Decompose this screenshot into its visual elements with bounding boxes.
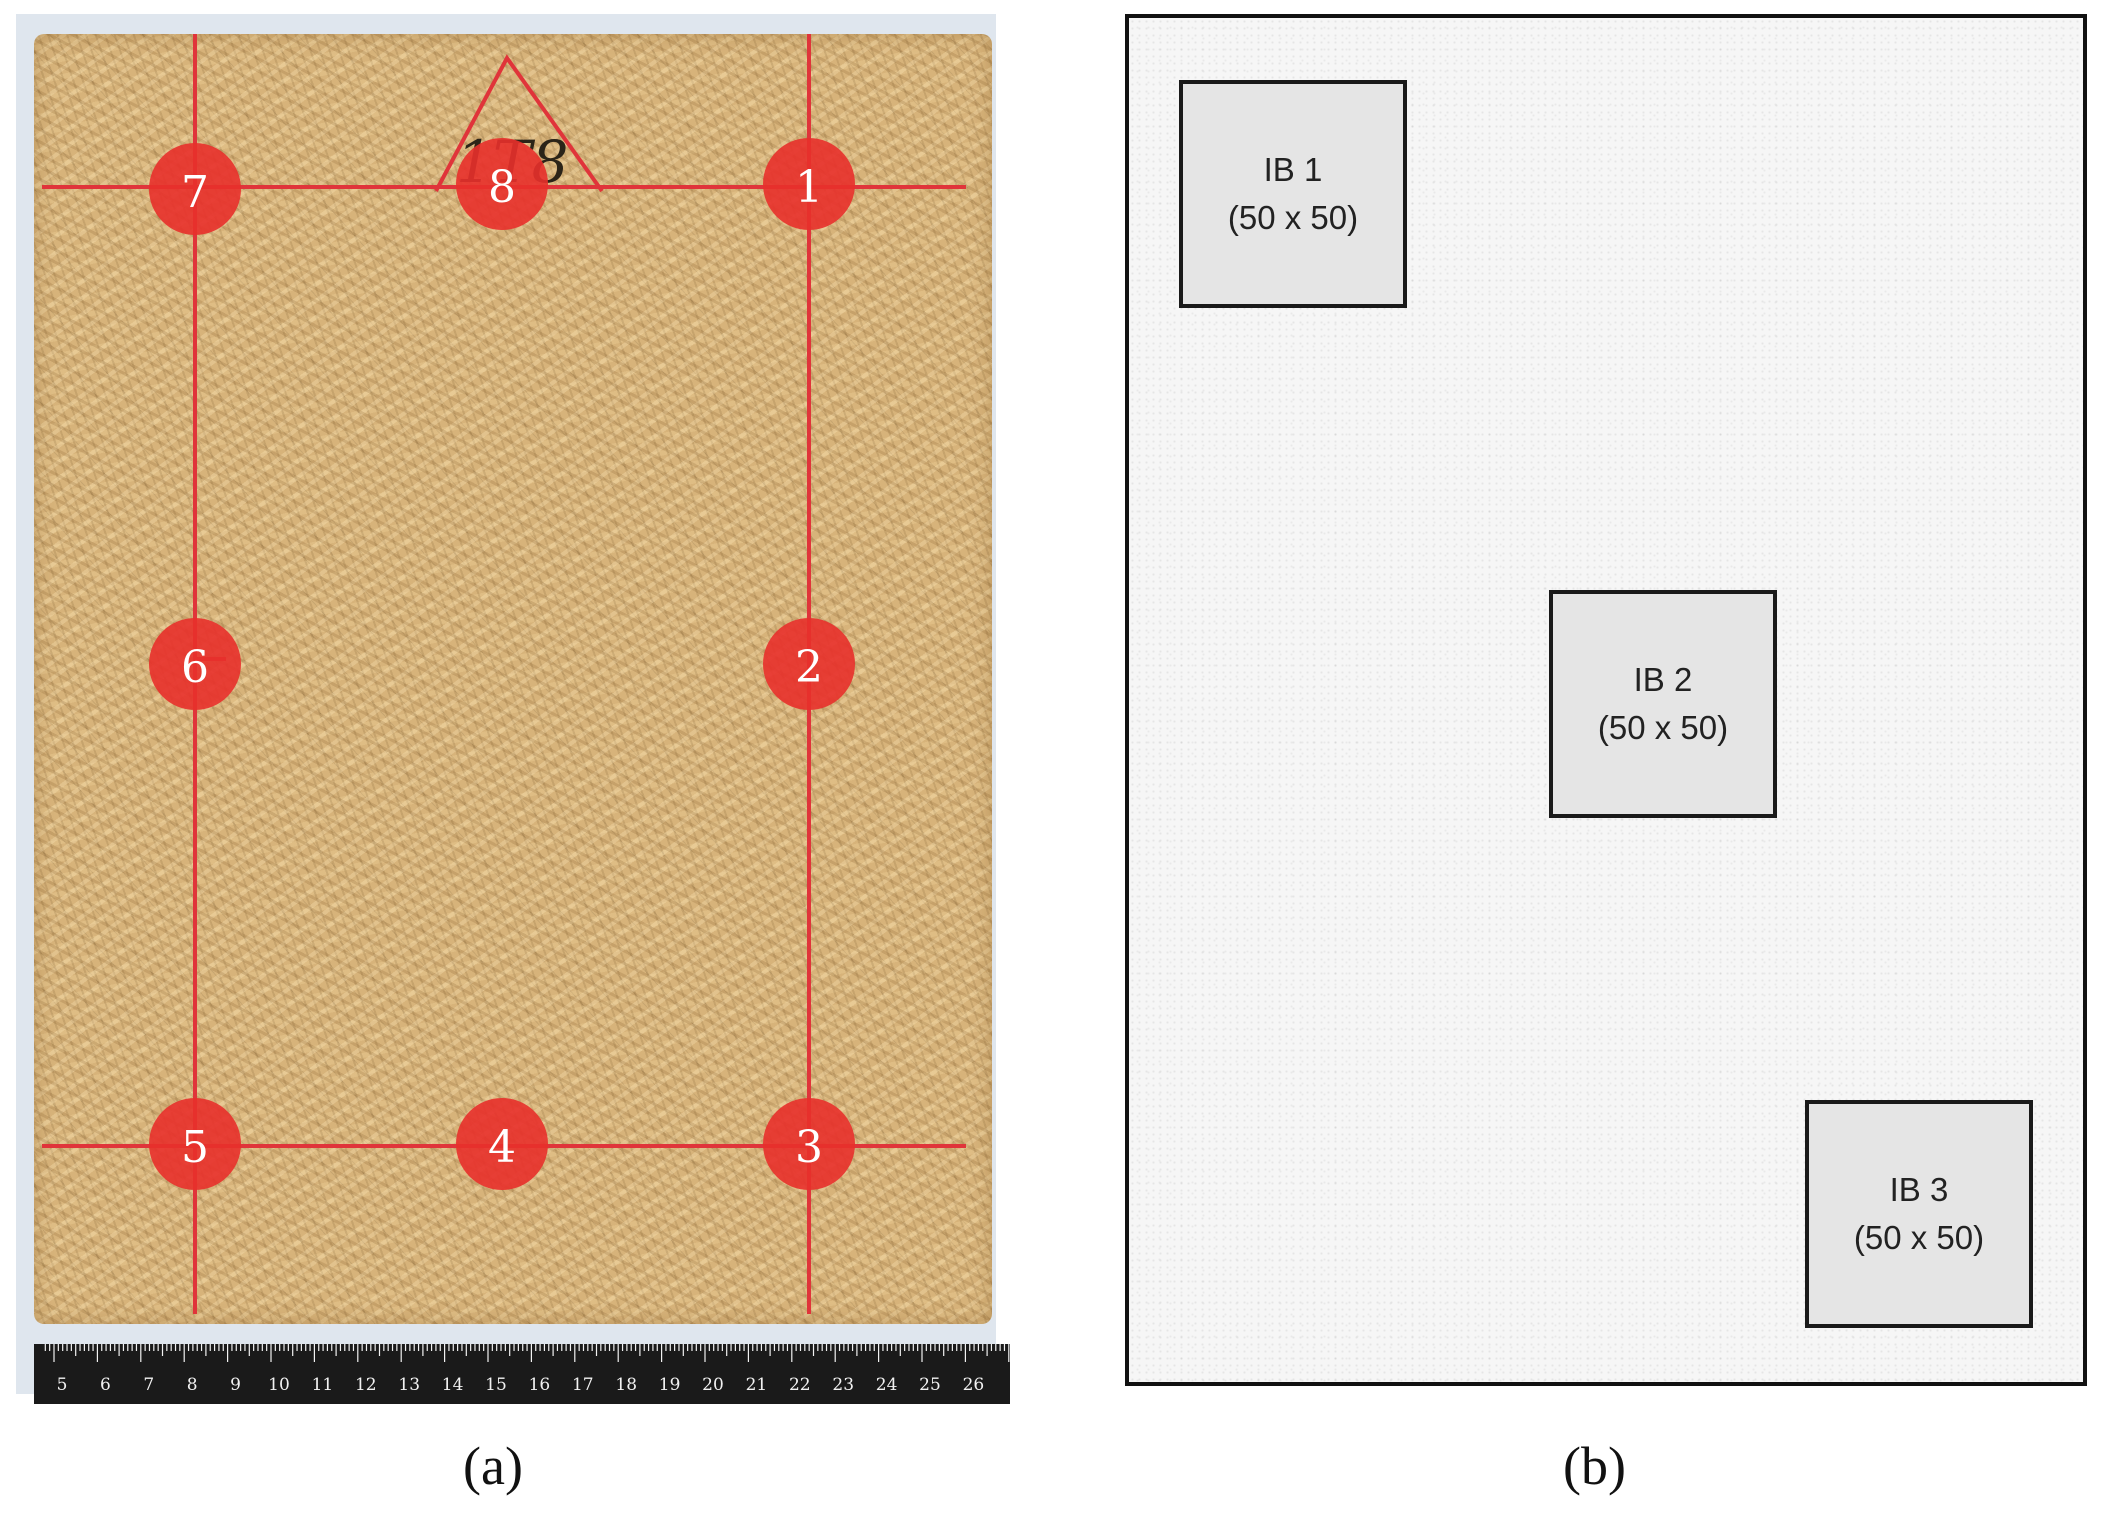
specimen-size: (50 x 50) [1597, 709, 1729, 746]
specimen-ib-1: IB 1 (50 x 50) [1179, 80, 1407, 308]
ruler-ticks [44, 1344, 1010, 1362]
ruler-label: 17 [572, 1375, 594, 1395]
specimen-name: IB 3 [1889, 1171, 1949, 1209]
marker-label: 3 [795, 1122, 823, 1173]
ruler-labels: 5 6 7 8 9 10 11 12 13 14 15 16 17 18 19 20 21 22 23 24 25 26 [57, 1375, 985, 1395]
ruler-label: 14 [442, 1375, 464, 1395]
ruler-label: 15 [485, 1375, 507, 1395]
measurement-overlay: 1T8 1 2 3 4 5 [42, 34, 966, 1314]
ruler-label: 23 [832, 1375, 854, 1395]
specimen-name: IB 1 [1263, 151, 1323, 189]
caption-a: (a) [463, 1436, 523, 1496]
marker-label: 5 [181, 1122, 209, 1173]
marker-label: 8 [488, 162, 516, 213]
ruler-label: 12 [355, 1375, 377, 1395]
ruler: 5 6 7 8 9 10 11 12 13 14 15 16 17 18 19 20 21 22 23 24 25 26 [34, 1344, 1010, 1404]
specimen-size: (50 x 50) [1853, 1219, 1985, 1256]
marker-label: 6 [181, 642, 209, 693]
ruler-label: 26 [963, 1375, 985, 1395]
ruler-label: 6 [100, 1375, 111, 1395]
specimen-ib-2: IB 2 (50 x 50) [1549, 590, 1777, 818]
ruler-label: 20 [702, 1375, 724, 1395]
marker-label: 7 [181, 167, 209, 218]
marker-4: 4 [456, 1098, 548, 1190]
marker-7: 7 [149, 143, 241, 235]
marker-8: 8 [456, 138, 548, 230]
layout-panel-b: IB 1 (50 x 50) IB 2 (50 x 50) IB 3 (50 x… [1125, 14, 2087, 1386]
marker-5: 5 [149, 1098, 241, 1190]
photo-panel-a: 1T8 1 2 3 4 5 [16, 14, 1010, 1404]
ruler-label: 10 [268, 1375, 290, 1395]
ruler-label: 16 [529, 1375, 551, 1395]
ruler-label: 5 [57, 1375, 68, 1395]
point-markers: 1 2 3 4 5 6 7 [149, 138, 855, 1190]
ruler-label: 13 [398, 1375, 420, 1395]
ruler-label: 8 [187, 1375, 198, 1395]
marker-label: 4 [488, 1122, 516, 1173]
specimen-ib-3: IB 3 (50 x 50) [1805, 1100, 2033, 1328]
ruler-label: 9 [230, 1375, 241, 1395]
ruler-label: 7 [143, 1375, 154, 1395]
marker-6: 6 [149, 618, 241, 710]
specimen-name: IB 2 [1633, 661, 1693, 699]
marker-2: 2 [763, 618, 855, 710]
ruler-label: 22 [789, 1375, 811, 1395]
ruler-label: 19 [659, 1375, 681, 1395]
ruler-label: 25 [919, 1375, 941, 1395]
marker-1: 1 [763, 138, 855, 230]
ruler-label: 24 [876, 1375, 898, 1395]
marker-label: 1 [795, 162, 823, 213]
ruler-label: 18 [615, 1375, 637, 1395]
triangle-mark [434, 54, 604, 193]
ruler-label: 21 [746, 1375, 768, 1395]
marker-3: 3 [763, 1098, 855, 1190]
specimen-size: (50 x 50) [1227, 199, 1359, 236]
caption-b: (b) [1563, 1436, 1626, 1496]
ruler-label: 11 [312, 1375, 334, 1395]
marker-label: 2 [795, 642, 823, 693]
